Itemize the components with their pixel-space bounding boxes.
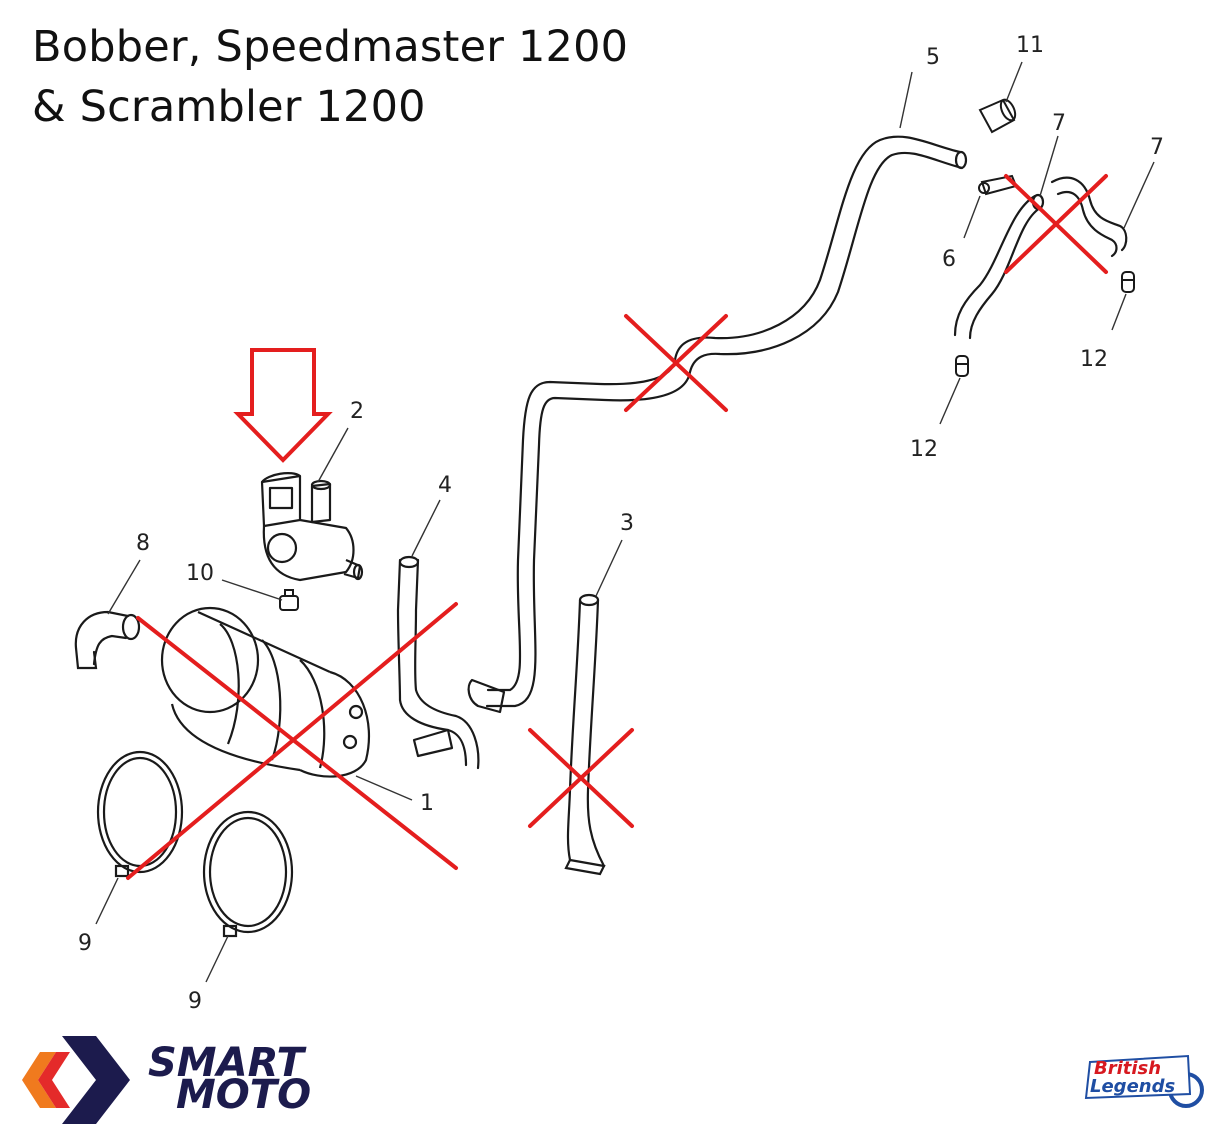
part-label-9a: 9 [78, 931, 92, 956]
canister-1 [160, 606, 371, 778]
hose-5 [467, 135, 968, 714]
pipe-3 [564, 593, 606, 876]
hose-7-left [953, 193, 1045, 340]
part-label-8: 8 [136, 531, 150, 556]
hose-7-right [1050, 176, 1128, 258]
british-legends-logo: British Legends [1084, 1054, 1204, 1108]
title-line-1: Bobber, Speedmaster 1200 [32, 22, 629, 72]
cross-mark-canister [126, 602, 458, 880]
screw-10 [279, 589, 299, 611]
part-label-5: 5 [926, 45, 940, 70]
cap-12-upper [1121, 271, 1135, 293]
clamp-9-upper [96, 750, 184, 878]
cross-mark-pipe-3 [528, 728, 634, 828]
cap-12-lower [955, 355, 969, 377]
purge-valve-2 [260, 472, 364, 582]
part-label-12b: 12 [910, 437, 938, 462]
red-cross-marks [126, 174, 1108, 880]
smart-moto-logo: SMART MOTO [22, 1036, 311, 1124]
part-label-9b: 9 [188, 989, 202, 1014]
part-label-4: 4 [438, 473, 452, 498]
british-legends-line1: British [1094, 1058, 1161, 1079]
cross-mark-hoses-7 [1004, 174, 1108, 274]
british-legends-line2: Legends [1090, 1076, 1175, 1097]
part-label-3: 3 [620, 511, 634, 536]
smart-moto-line2: MOTO [176, 1072, 311, 1118]
part-label-10: 10 [186, 561, 214, 586]
elbow-hose-8 [74, 610, 141, 670]
pipe-4 [396, 555, 480, 770]
part-numbers: 1 2 3 4 5 6 7 7 8 9 9 10 11 12 12 [78, 33, 1164, 1014]
clamp-9-lower [202, 810, 294, 938]
title-line-2: & Scrambler 1200 [32, 82, 426, 132]
part-label-1: 1 [420, 791, 434, 816]
part-label-7a: 7 [1052, 111, 1066, 136]
part-label-6: 6 [942, 247, 956, 272]
down-arrow-icon [233, 348, 333, 463]
smart-moto-chevron-icon [62, 1036, 130, 1124]
part-label-2: 2 [350, 399, 364, 424]
part-label-11: 11 [1016, 33, 1044, 58]
sleeve-11 [978, 98, 1017, 134]
smart-moto-line1: SMART [148, 1040, 307, 1086]
leader-lines [95, 61, 1155, 983]
part-label-7b: 7 [1150, 135, 1164, 160]
cross-mark-hose-5 [624, 314, 728, 412]
part-label-12a: 12 [1080, 347, 1108, 372]
